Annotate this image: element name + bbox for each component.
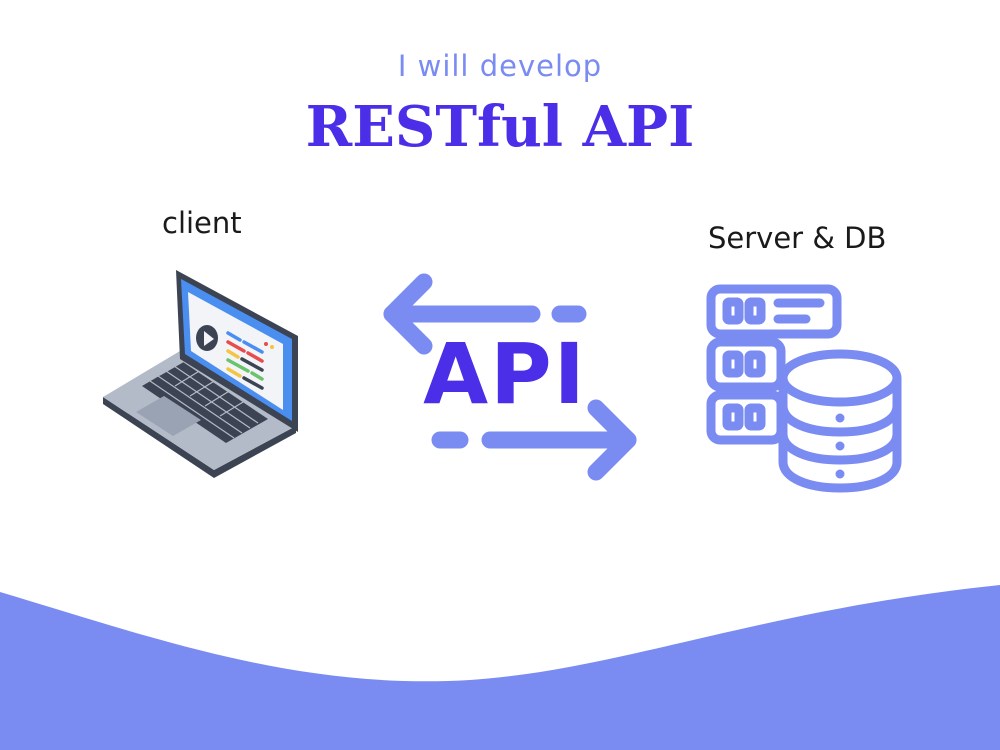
bidirectional-arrows-icon: [383, 273, 637, 481]
server-rack-icon: [706, 284, 842, 445]
api-label: API: [423, 325, 587, 423]
bottom-wave: [0, 585, 1000, 750]
client-label: client: [162, 206, 242, 240]
laptop-icon: [103, 270, 298, 478]
subtitle: I will develop: [397, 49, 603, 83]
page-title: RESTful API: [305, 94, 695, 160]
database-icon: [778, 349, 902, 493]
server-label: Server & DB: [708, 221, 887, 255]
